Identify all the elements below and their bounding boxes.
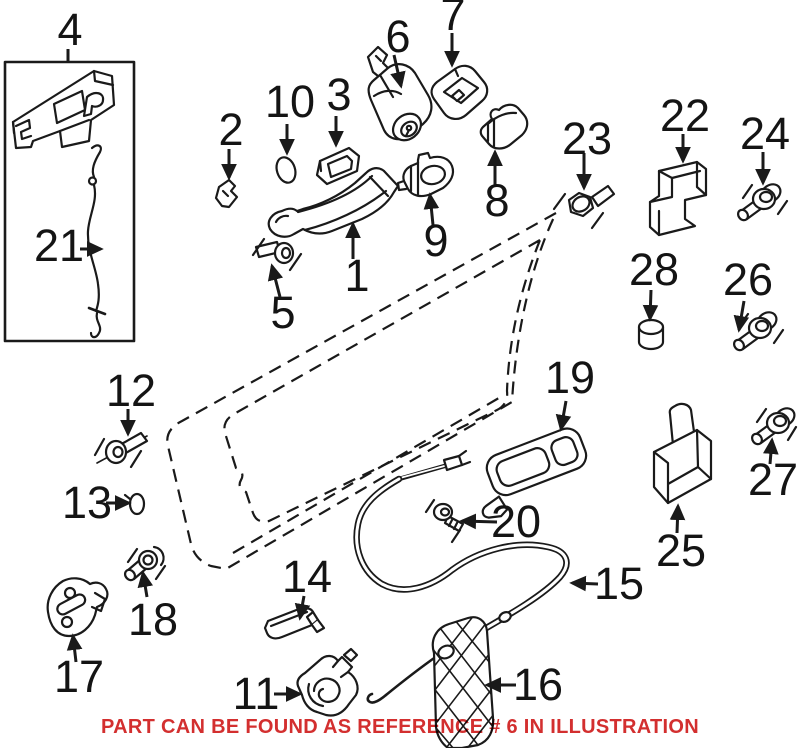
callout-arrows [66, 33, 779, 702]
part-24-bolt-drawing [736, 183, 789, 222]
part-8-cap-drawing [479, 103, 529, 150]
part-27-bolt-drawing [750, 407, 798, 446]
part-6-lock-cylinder-drawing [366, 45, 433, 142]
callout-25-arrow [669, 503, 686, 534]
part-19-inside-handle-drawing [481, 427, 588, 519]
callout-5-arrow [267, 263, 284, 298]
part-25-actuator-drawing [652, 402, 713, 505]
part-15-cable-drawing [353, 449, 570, 704]
part-26-bolt-drawing [732, 311, 785, 352]
door-panel-outline [166, 212, 557, 571]
part-12-bolt-drawing [93, 431, 149, 469]
callout-27-arrow [763, 437, 779, 465]
part-10-seal-drawing [275, 156, 297, 184]
part-20-screw-drawing [424, 498, 465, 544]
part-14-channel-drawing [263, 606, 326, 640]
part-5-bolt-drawing [251, 237, 303, 272]
callout-26-arrow [733, 300, 750, 333]
part-1-outside-handle-drawing [267, 167, 400, 238]
part-9-gasket-drawing [396, 151, 455, 198]
part-4-lock-module-drawing [11, 69, 116, 150]
part-23-bolt-drawing [552, 184, 616, 230]
part-16-shield-drawing [431, 616, 495, 748]
part-3-bezel-drawing [315, 146, 361, 186]
part-21-lock-cable-drawing [86, 144, 107, 339]
reference-note: PART CAN BE FOUND AS REFERENCE # 6 IN IL… [101, 716, 699, 738]
part-18-bolt-drawing [123, 545, 167, 582]
callout-17-arrow [66, 633, 83, 663]
callout-28-arrow [642, 289, 659, 322]
callout-9-arrow [423, 192, 440, 226]
part-2-clip-drawing [214, 178, 239, 209]
callout-19-arrow [555, 400, 572, 432]
callout-6-arrow [390, 54, 406, 89]
part-7-cap-drawing [430, 64, 489, 120]
callout-20-arrow [459, 513, 498, 530]
part-28-grommet-drawing [637, 318, 665, 351]
callout-14-arrow [294, 595, 311, 621]
reference-box-part4 [3, 60, 136, 343]
part-11-latch-drawing [296, 647, 359, 717]
callout-15-arrow [569, 575, 599, 592]
part-22-bracket-drawing [648, 160, 708, 237]
callout-18-arrow [137, 570, 154, 598]
part-17-striker-drawing [46, 577, 109, 638]
